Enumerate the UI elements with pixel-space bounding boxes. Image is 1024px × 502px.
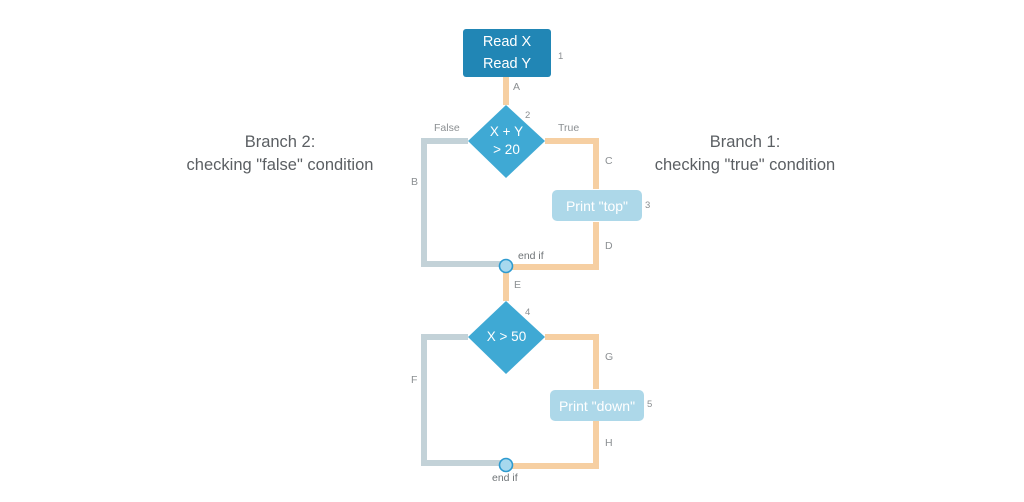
decision-node-cond1[interactable]	[468, 105, 545, 178]
annotation-branch-2: Branch 2: checking "false" condition	[186, 133, 374, 175]
edge-label-d: D	[605, 240, 613, 252]
node-number-3: 3	[645, 200, 651, 211]
edge-c	[545, 138, 599, 189]
node-number-4: 4	[525, 307, 531, 318]
edge-label-g: G	[605, 351, 614, 363]
branch-label-false: False	[434, 122, 460, 134]
process-node-print-down[interactable]: Print "down"	[550, 390, 644, 421]
edge-label-f: F	[411, 374, 418, 386]
junction-label-endif-2: end if	[492, 472, 518, 484]
annotation-branch-1: Branch 1: checking "true" condition	[654, 133, 836, 175]
process-print-top-label: Print "top"	[565, 197, 629, 214]
node-number-2: 2	[525, 110, 531, 121]
node-number-1: 1	[558, 51, 564, 62]
edge-false-branch-1	[421, 138, 506, 267]
edge-label-c: C	[605, 155, 613, 167]
node-number-5: 5	[647, 399, 653, 410]
decision-node-cond2[interactable]	[468, 301, 545, 374]
process-start-line1: Read X	[482, 33, 532, 50]
process-print-down-label: Print "down"	[558, 397, 636, 414]
edge-label-a: A	[513, 81, 521, 93]
edge-label-b: B	[411, 176, 419, 188]
edge-g	[545, 334, 599, 389]
process-start-line2: Read Y	[482, 56, 532, 72]
process-node-print-top[interactable]: Print "top"	[552, 190, 642, 221]
edge-false-branch-2	[421, 334, 506, 466]
junction-endif-2[interactable]	[498, 457, 514, 473]
process-node-start[interactable]: Read X Read Y	[463, 29, 551, 77]
edge-label-e: E	[514, 279, 522, 291]
edge-d	[506, 222, 599, 270]
edge-h	[506, 421, 599, 469]
edge-label-h: H	[605, 437, 613, 449]
junction-label-endif-1: end if	[518, 250, 544, 262]
junction-endif-1[interactable]	[498, 258, 514, 274]
branch-label-true: True	[558, 122, 580, 134]
